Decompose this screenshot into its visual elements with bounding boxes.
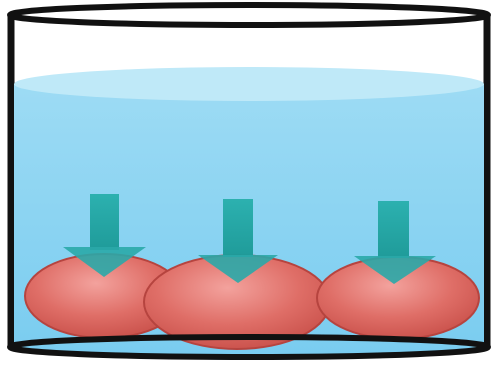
- water-surface: [14, 67, 484, 101]
- beaker-top-rim: [10, 5, 488, 25]
